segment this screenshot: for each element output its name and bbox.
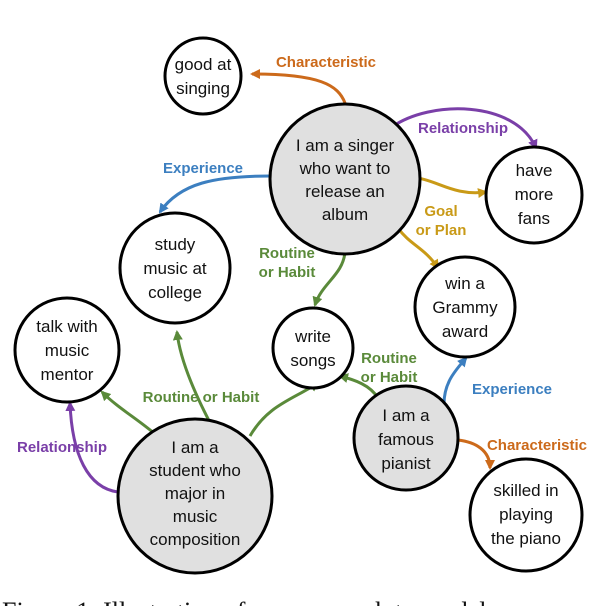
svg-text:have: have bbox=[516, 161, 553, 180]
svg-text:college: college bbox=[148, 283, 202, 302]
svg-text:music: music bbox=[173, 507, 218, 526]
node-student: I am a student who major in music compos… bbox=[116, 417, 274, 575]
edge-label-relationship-student: Relationship bbox=[17, 439, 107, 456]
edge-label-experience-top: Experience bbox=[163, 160, 243, 177]
svg-text:mentor: mentor bbox=[41, 365, 94, 384]
edge-label-routine-student: Routine or Habit bbox=[143, 389, 260, 406]
svg-text:who want to: who want to bbox=[299, 159, 391, 178]
edge-goal-fans bbox=[417, 176, 488, 198]
edge-characteristic-top: Characteristic bbox=[250, 54, 376, 104]
svg-text:more: more bbox=[515, 185, 554, 204]
svg-text:major in: major in bbox=[165, 484, 225, 503]
svg-text:good at: good at bbox=[175, 55, 232, 74]
edge-characteristic-pianist: Characteristic bbox=[457, 437, 587, 470]
edge-label-routine-pianist-line2: or Habit bbox=[361, 369, 418, 386]
edge-label-goal-line1: Goal bbox=[424, 203, 457, 220]
edge-label-routine-pianist-line1: Routine bbox=[361, 350, 417, 367]
edge-label-characteristic-top: Characteristic bbox=[276, 54, 376, 71]
node-win-grammy: win a Grammy award bbox=[413, 255, 517, 359]
svg-text:the piano: the piano bbox=[491, 529, 561, 548]
node-singer: I am a singer who want to release an alb… bbox=[268, 102, 422, 256]
svg-text:award: award bbox=[442, 322, 488, 341]
edge-routine-top: Routine or Habit bbox=[259, 245, 347, 307]
edge-goal-grammy: Goal or Plan bbox=[396, 203, 467, 270]
svg-text:I am a singer: I am a singer bbox=[296, 136, 395, 155]
svg-text:playing: playing bbox=[499, 505, 553, 524]
svg-text:music at: music at bbox=[143, 259, 207, 278]
edge-label-routine-top-line2: or Habit bbox=[259, 264, 316, 281]
svg-text:singing: singing bbox=[176, 79, 230, 98]
edge-label-characteristic-pianist: Characteristic bbox=[487, 437, 587, 454]
edge-routine-student-study bbox=[172, 330, 217, 433]
svg-text:famous: famous bbox=[378, 430, 434, 449]
svg-text:write: write bbox=[294, 327, 331, 346]
edge-relationship-top: Relationship bbox=[391, 107, 538, 150]
svg-text:music: music bbox=[45, 341, 90, 360]
node-study-music: study music at college bbox=[118, 211, 232, 325]
svg-text:release an: release an bbox=[305, 182, 384, 201]
svg-text:composition: composition bbox=[150, 530, 241, 549]
edge-relationship-student: Relationship bbox=[17, 401, 119, 494]
node-pianist: I am a famous pianist bbox=[352, 384, 460, 492]
edge-label-experience-pianist: Experience bbox=[472, 381, 552, 398]
node-have-more-fans: have more fans bbox=[484, 145, 584, 245]
svg-text:Grammy: Grammy bbox=[432, 298, 498, 317]
figure-caption: Figure 1: Illustration of our approach t… bbox=[2, 597, 487, 606]
edge-experience-top: Experience bbox=[158, 160, 271, 214]
svg-text:pianist: pianist bbox=[381, 454, 430, 473]
edge-label-goal-line2: or Plan bbox=[416, 222, 467, 239]
svg-text:study: study bbox=[155, 235, 196, 254]
edge-experience-pianist: Experience bbox=[442, 356, 552, 405]
svg-text:fans: fans bbox=[518, 209, 550, 228]
edge-label-routine-top-line1: Routine bbox=[259, 245, 315, 262]
svg-text:I am a: I am a bbox=[171, 438, 219, 457]
node-write-songs: write songs bbox=[271, 306, 355, 390]
node-good-at-singing: good at singing bbox=[163, 36, 243, 116]
svg-text:songs: songs bbox=[290, 351, 335, 370]
svg-text:talk with: talk with bbox=[36, 317, 97, 336]
svg-text:I am a: I am a bbox=[382, 406, 430, 425]
svg-text:album: album bbox=[322, 205, 368, 224]
edge-label-relationship-top: Relationship bbox=[418, 120, 508, 137]
svg-text:win a: win a bbox=[444, 274, 485, 293]
node-skilled-piano: skilled in playing the piano bbox=[468, 457, 584, 573]
node-talk-with-mentor: talk with music mentor bbox=[13, 296, 121, 404]
svg-text:skilled in: skilled in bbox=[493, 481, 558, 500]
svg-text:student who: student who bbox=[149, 461, 241, 480]
